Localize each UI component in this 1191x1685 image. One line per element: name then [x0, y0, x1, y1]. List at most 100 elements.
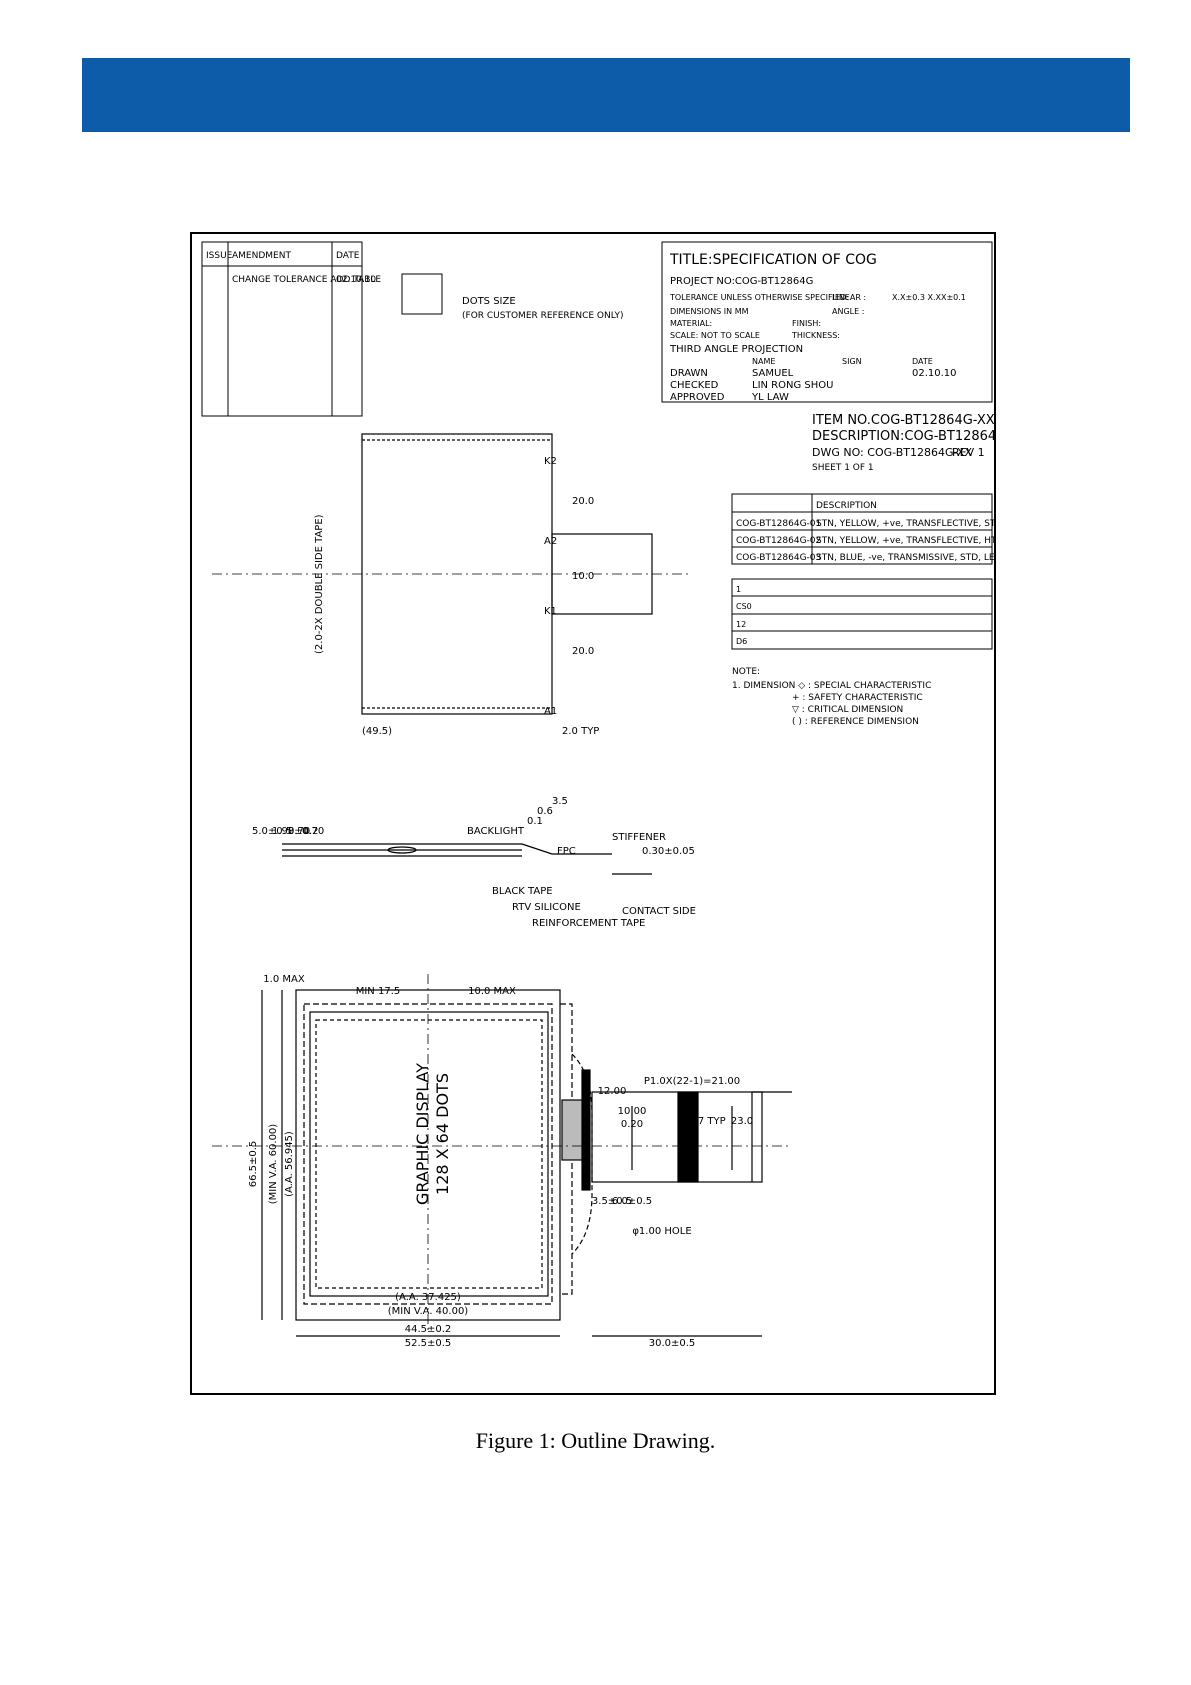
svg-text:23.0: 23.0: [731, 1116, 753, 1127]
svg-text:DIMENSIONS IN MM: DIMENSIONS IN MM: [670, 307, 749, 316]
svg-text:DESCRIPTION: DESCRIPTION: [816, 501, 877, 511]
svg-text:D6: D6: [736, 637, 747, 646]
title-block-bottom: ITEM NO.COG-BT12864G-XX DESCRIPTION:COG-…: [812, 413, 996, 473]
svg-text:( ) : REFERENCE DIMENSION: ( ) : REFERENCE DIMENSION: [792, 717, 919, 727]
amendment-labels: ISSUE AMENDMENT DATE CHANGE TOLERANCE AD…: [206, 251, 381, 285]
svg-text:ANGLE :: ANGLE :: [832, 307, 864, 316]
svg-text:(A.A. 56.945): (A.A. 56.945): [284, 1131, 295, 1197]
svg-text:P1.0X(22-1)=21.00: P1.0X(22-1)=21.00: [644, 1076, 740, 1087]
svg-text:0.6: 0.6: [537, 806, 553, 817]
svg-text:(A.A. 37.425): (A.A. 37.425): [395, 1292, 461, 1303]
header-banner: [82, 58, 1130, 132]
outline-drawing: GRAPHIC DISPLAY 128 X 64 DOTS 66.5±0.5 (…: [190, 232, 996, 1395]
svg-text:10.00: 10.00: [618, 1106, 647, 1117]
svg-text:1: 1: [736, 585, 741, 594]
svg-text:12.00: 12.00: [598, 1086, 627, 1097]
svg-text:52.5±0.5: 52.5±0.5: [405, 1338, 452, 1349]
svg-text:(MIN V.A. 40.00): (MIN V.A. 40.00): [388, 1306, 469, 1317]
svg-text:(FOR CUSTOMER REFERENCE ONLY): (FOR CUSTOMER REFERENCE ONLY): [462, 311, 624, 321]
figure-caption: Figure 1: Outline Drawing.: [475, 1428, 716, 1453]
svg-text:STN, YELLOW, +ve, TRANSFLECTIV: STN, YELLOW, +ve, TRANSFLECTIVE, HT, LED…: [816, 536, 996, 546]
svg-text:REINFORCEMENT TAPE: REINFORCEMENT TAPE: [532, 918, 645, 929]
svg-text:44.5±0.2: 44.5±0.2: [405, 1324, 452, 1335]
svg-text:THIRD ANGLE PROJECTION: THIRD ANGLE PROJECTION: [669, 344, 803, 355]
svg-text:MIN 17.5: MIN 17.5: [356, 986, 401, 997]
svg-text:10.0 MAX: 10.0 MAX: [468, 986, 516, 997]
svg-text:DATE: DATE: [336, 251, 360, 261]
svg-text:(MIN V.A. 60.00): (MIN V.A. 60.00): [268, 1124, 279, 1205]
svg-text:0.70: 0.70: [288, 826, 310, 837]
svg-text:DWG NO: COG-BT12864G-XX: DWG NO: COG-BT12864G-XX: [812, 446, 972, 459]
svg-text:DRAWN: DRAWN: [670, 368, 708, 379]
svg-text:STN, YELLOW, +ve, TRANSFLECTIV: STN, YELLOW, +ve, TRANSFLECTIVE, STD, LE…: [816, 519, 996, 529]
backlight-labels: (2.0-2X DOUBLE SIDE TAPE) A1 K1 A2 K2 (4…: [314, 456, 599, 737]
svg-text:BACKLIGHT: BACKLIGHT: [467, 826, 525, 837]
front-view-labels: GRAPHIC DISPLAY 128 X 64 DOTS 66.5±0.5 (…: [248, 974, 753, 1349]
svg-text:φ1.00 HOLE: φ1.00 HOLE: [632, 1226, 691, 1237]
svg-text:FINISH:: FINISH:: [792, 319, 821, 328]
svg-text:CHECKED: CHECKED: [670, 380, 719, 391]
svg-text:MATERIAL:: MATERIAL:: [670, 319, 712, 328]
svg-text:(2.0-2X DOUBLE SIDE TAPE): (2.0-2X DOUBLE SIDE TAPE): [314, 514, 325, 654]
svg-text:AMENDMENT: AMENDMENT: [232, 251, 291, 261]
svg-text:20.0: 20.0: [572, 496, 594, 507]
description-table: [731, 493, 993, 565]
svg-text:NAME: NAME: [752, 357, 775, 366]
title-block-text: TITLE:SPECIFICATION OF COG PROJECT NO:CO…: [669, 252, 966, 403]
svg-text:A1: A1: [544, 706, 557, 717]
svg-text:ISSUE: ISSUE: [206, 251, 233, 261]
svg-text:CS0: CS0: [736, 602, 752, 611]
svg-text:COG-BT12864G-01: COG-BT12864G-01: [736, 519, 821, 529]
svg-text:0.1: 0.1: [527, 816, 543, 827]
pin-table: [731, 578, 993, 650]
svg-text:YL LAW: YL LAW: [751, 392, 789, 403]
svg-text:1. DIMENSION ◇ : SPECIAL CHAR: 1. DIMENSION ◇ : SPECIAL CHARACTERISTIC: [732, 681, 931, 691]
svg-text:K2: K2: [544, 456, 557, 467]
svg-text:APPROVED: APPROVED: [670, 392, 725, 403]
svg-text:SAMUEL: SAMUEL: [752, 368, 794, 379]
svg-text:FPC: FPC: [557, 846, 576, 857]
backlight-view: [212, 433, 692, 715]
svg-text:02.10.10: 02.10.10: [912, 368, 957, 379]
side-view: [282, 843, 652, 875]
svg-text:SHEET 1 OF 1: SHEET 1 OF 1: [812, 463, 874, 473]
svg-text:1.0 MAX: 1.0 MAX: [263, 974, 305, 985]
svg-text:SCALE: NOT TO SCALE: SCALE: NOT TO SCALE: [670, 331, 760, 340]
title-block: [661, 241, 993, 403]
svg-text:10.0: 10.0: [572, 571, 594, 582]
svg-text:3.5±0.5: 3.5±0.5: [592, 1196, 632, 1207]
svg-text:TOLERANCE UNLESS OTHERWISE SPE: TOLERANCE UNLESS OTHERWISE SPECIFIED:: [669, 293, 849, 302]
svg-text:0.70: 0.70: [302, 826, 324, 837]
svg-text:A2: A2: [544, 536, 557, 547]
svg-text:1.98±0.2: 1.98±0.2: [272, 826, 319, 837]
notes: NOTE: 1. DIMENSION ◇ : SPECIAL CHARACTER…: [732, 667, 931, 727]
svg-text:DESCRIPTION:COG-BT12864G: DESCRIPTION:COG-BT12864G: [812, 429, 996, 444]
svg-text:+ : SAFETY CHARACTERISTIC: + : SAFETY CHARACTERISTIC: [792, 693, 923, 703]
svg-text:66.5±0.5: 66.5±0.5: [248, 1141, 259, 1188]
svg-text:0.30±0.05: 0.30±0.05: [642, 846, 695, 857]
amendment-table: [201, 241, 363, 417]
side-view-labels: BACKLIGHT BLACK TAPE RTV SILICONE REINFO…: [252, 796, 696, 929]
svg-text:20.0: 20.0: [572, 646, 594, 657]
svg-text:0.20: 0.20: [621, 1119, 643, 1130]
svg-text:02.10.10: 02.10.10: [336, 275, 376, 285]
svg-text:K1: K1: [544, 606, 557, 617]
svg-text:30.0±0.5: 30.0±0.5: [649, 1338, 696, 1349]
svg-text:SIGN: SIGN: [842, 357, 862, 366]
svg-text:DATE: DATE: [912, 357, 933, 366]
dots-size: DOTS SIZE (FOR CUSTOMER REFERENCE ONLY): [401, 273, 624, 321]
svg-text:12: 12: [736, 620, 746, 629]
pin-table-text: 1 CS0 12 D6: [736, 585, 752, 646]
svg-text:BLACK TAPE: BLACK TAPE: [492, 886, 553, 897]
svg-text:COG-BT12864G-02: COG-BT12864G-02: [736, 536, 821, 546]
svg-text:COG-BT12864G-03: COG-BT12864G-03: [736, 553, 821, 563]
svg-text:CHANGE TOLERANCE ADD TABLE: CHANGE TOLERANCE ADD TABLE: [232, 275, 381, 285]
svg-text:(49.5): (49.5): [362, 726, 392, 737]
svg-text:THICKNESS:: THICKNESS:: [791, 331, 840, 340]
display-label-2: 128 X 64 DOTS: [433, 1073, 452, 1195]
svg-text:LIN RONG SHOU: LIN RONG SHOU: [752, 380, 833, 391]
svg-text:STN, BLUE, -ve, TRANSMISSIVE,: STN, BLUE, -ve, TRANSMISSIVE, STD, LED02…: [816, 553, 996, 563]
svg-text:6.0±0.5: 6.0±0.5: [612, 1196, 652, 1207]
svg-text:3.5: 3.5: [552, 796, 568, 807]
svg-text:STIFFENER: STIFFENER: [612, 832, 666, 843]
